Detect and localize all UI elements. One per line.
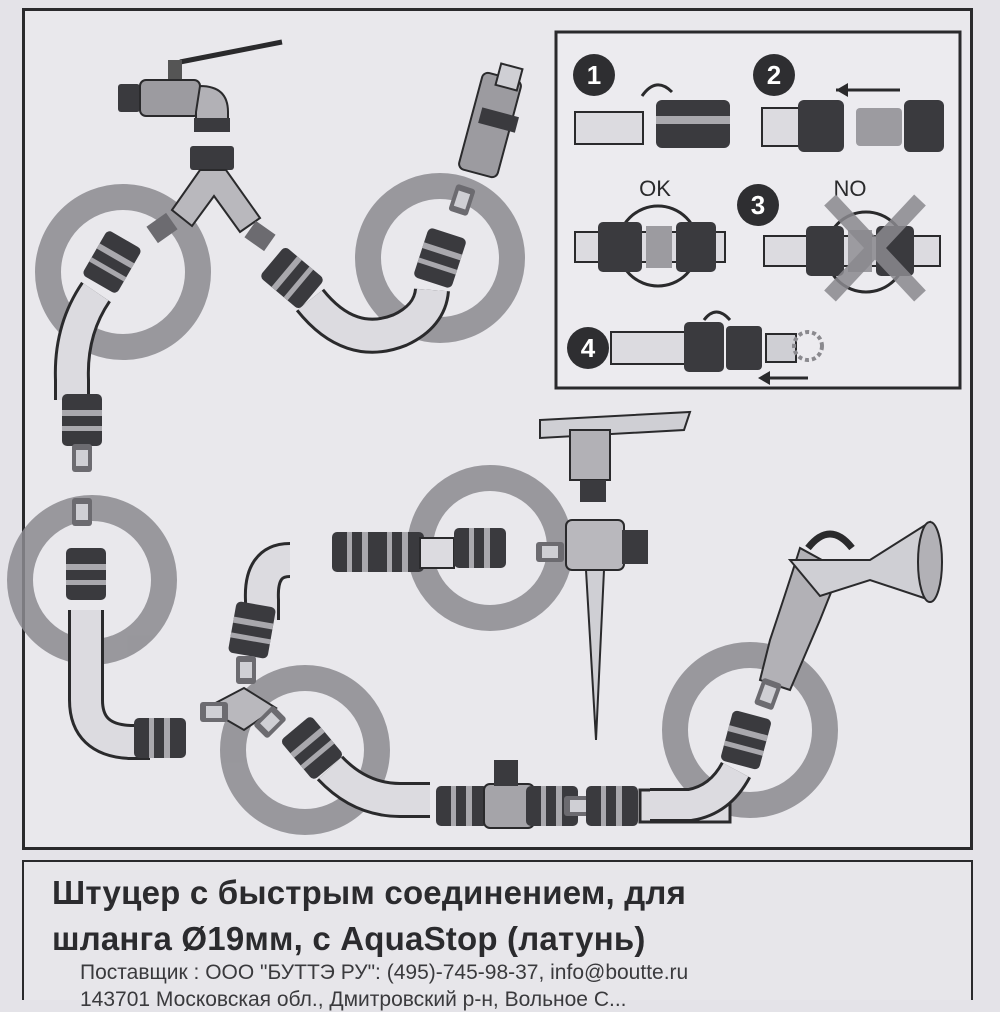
product-caption: Штуцер с быстрым соединением, для шланга…	[22, 860, 973, 1011]
hose-left-top	[53, 229, 143, 472]
y-splitter-icon	[146, 146, 276, 252]
impulse-sprinkler-icon	[539, 410, 692, 741]
supplier-address: 143701 Московская обл., Дмитровский р-н,…	[80, 988, 627, 1011]
arrow-icon	[702, 310, 732, 322]
tap-icon	[118, 39, 283, 132]
ring-right-bottom	[662, 642, 838, 818]
hose-right-top	[259, 183, 476, 354]
instruction-panel: 1 2 OK 3	[554, 30, 962, 390]
ring-center-bottom	[220, 665, 390, 835]
cross-icon	[824, 194, 926, 302]
spray-gun-icon	[650, 520, 943, 822]
step-3: 3	[737, 184, 779, 226]
ring-left-top	[35, 184, 211, 360]
step-1-number: 1	[587, 60, 601, 90]
sprinkler-connectors	[332, 528, 564, 572]
ok-example: OK	[574, 176, 726, 288]
hose-center	[200, 542, 430, 818]
step-3-number: 3	[751, 190, 765, 220]
step-2-number: 2	[767, 60, 781, 90]
supplier-info: Поставщик : ООО "БУТТЭ РУ": (495)-745-98…	[80, 961, 689, 984]
product-title-line-2: шланга Ø19мм, с AquaStop (латунь)	[52, 920, 646, 957]
step-4: 4	[567, 310, 824, 385]
step-2: 2	[753, 54, 944, 152]
ring-right-top	[355, 173, 525, 343]
no-example: NO	[763, 176, 941, 302]
step-1: 1	[573, 54, 730, 148]
step-4-number: 4	[581, 333, 596, 363]
ok-label: OK	[639, 176, 671, 201]
arrow-icon	[640, 83, 674, 97]
product-title-line-1: Штуцер с быстрым соединением, для	[52, 874, 687, 911]
hose-left-mid	[66, 498, 186, 760]
spray-nozzle-icon	[458, 62, 524, 179]
no-label: NO	[834, 176, 867, 201]
